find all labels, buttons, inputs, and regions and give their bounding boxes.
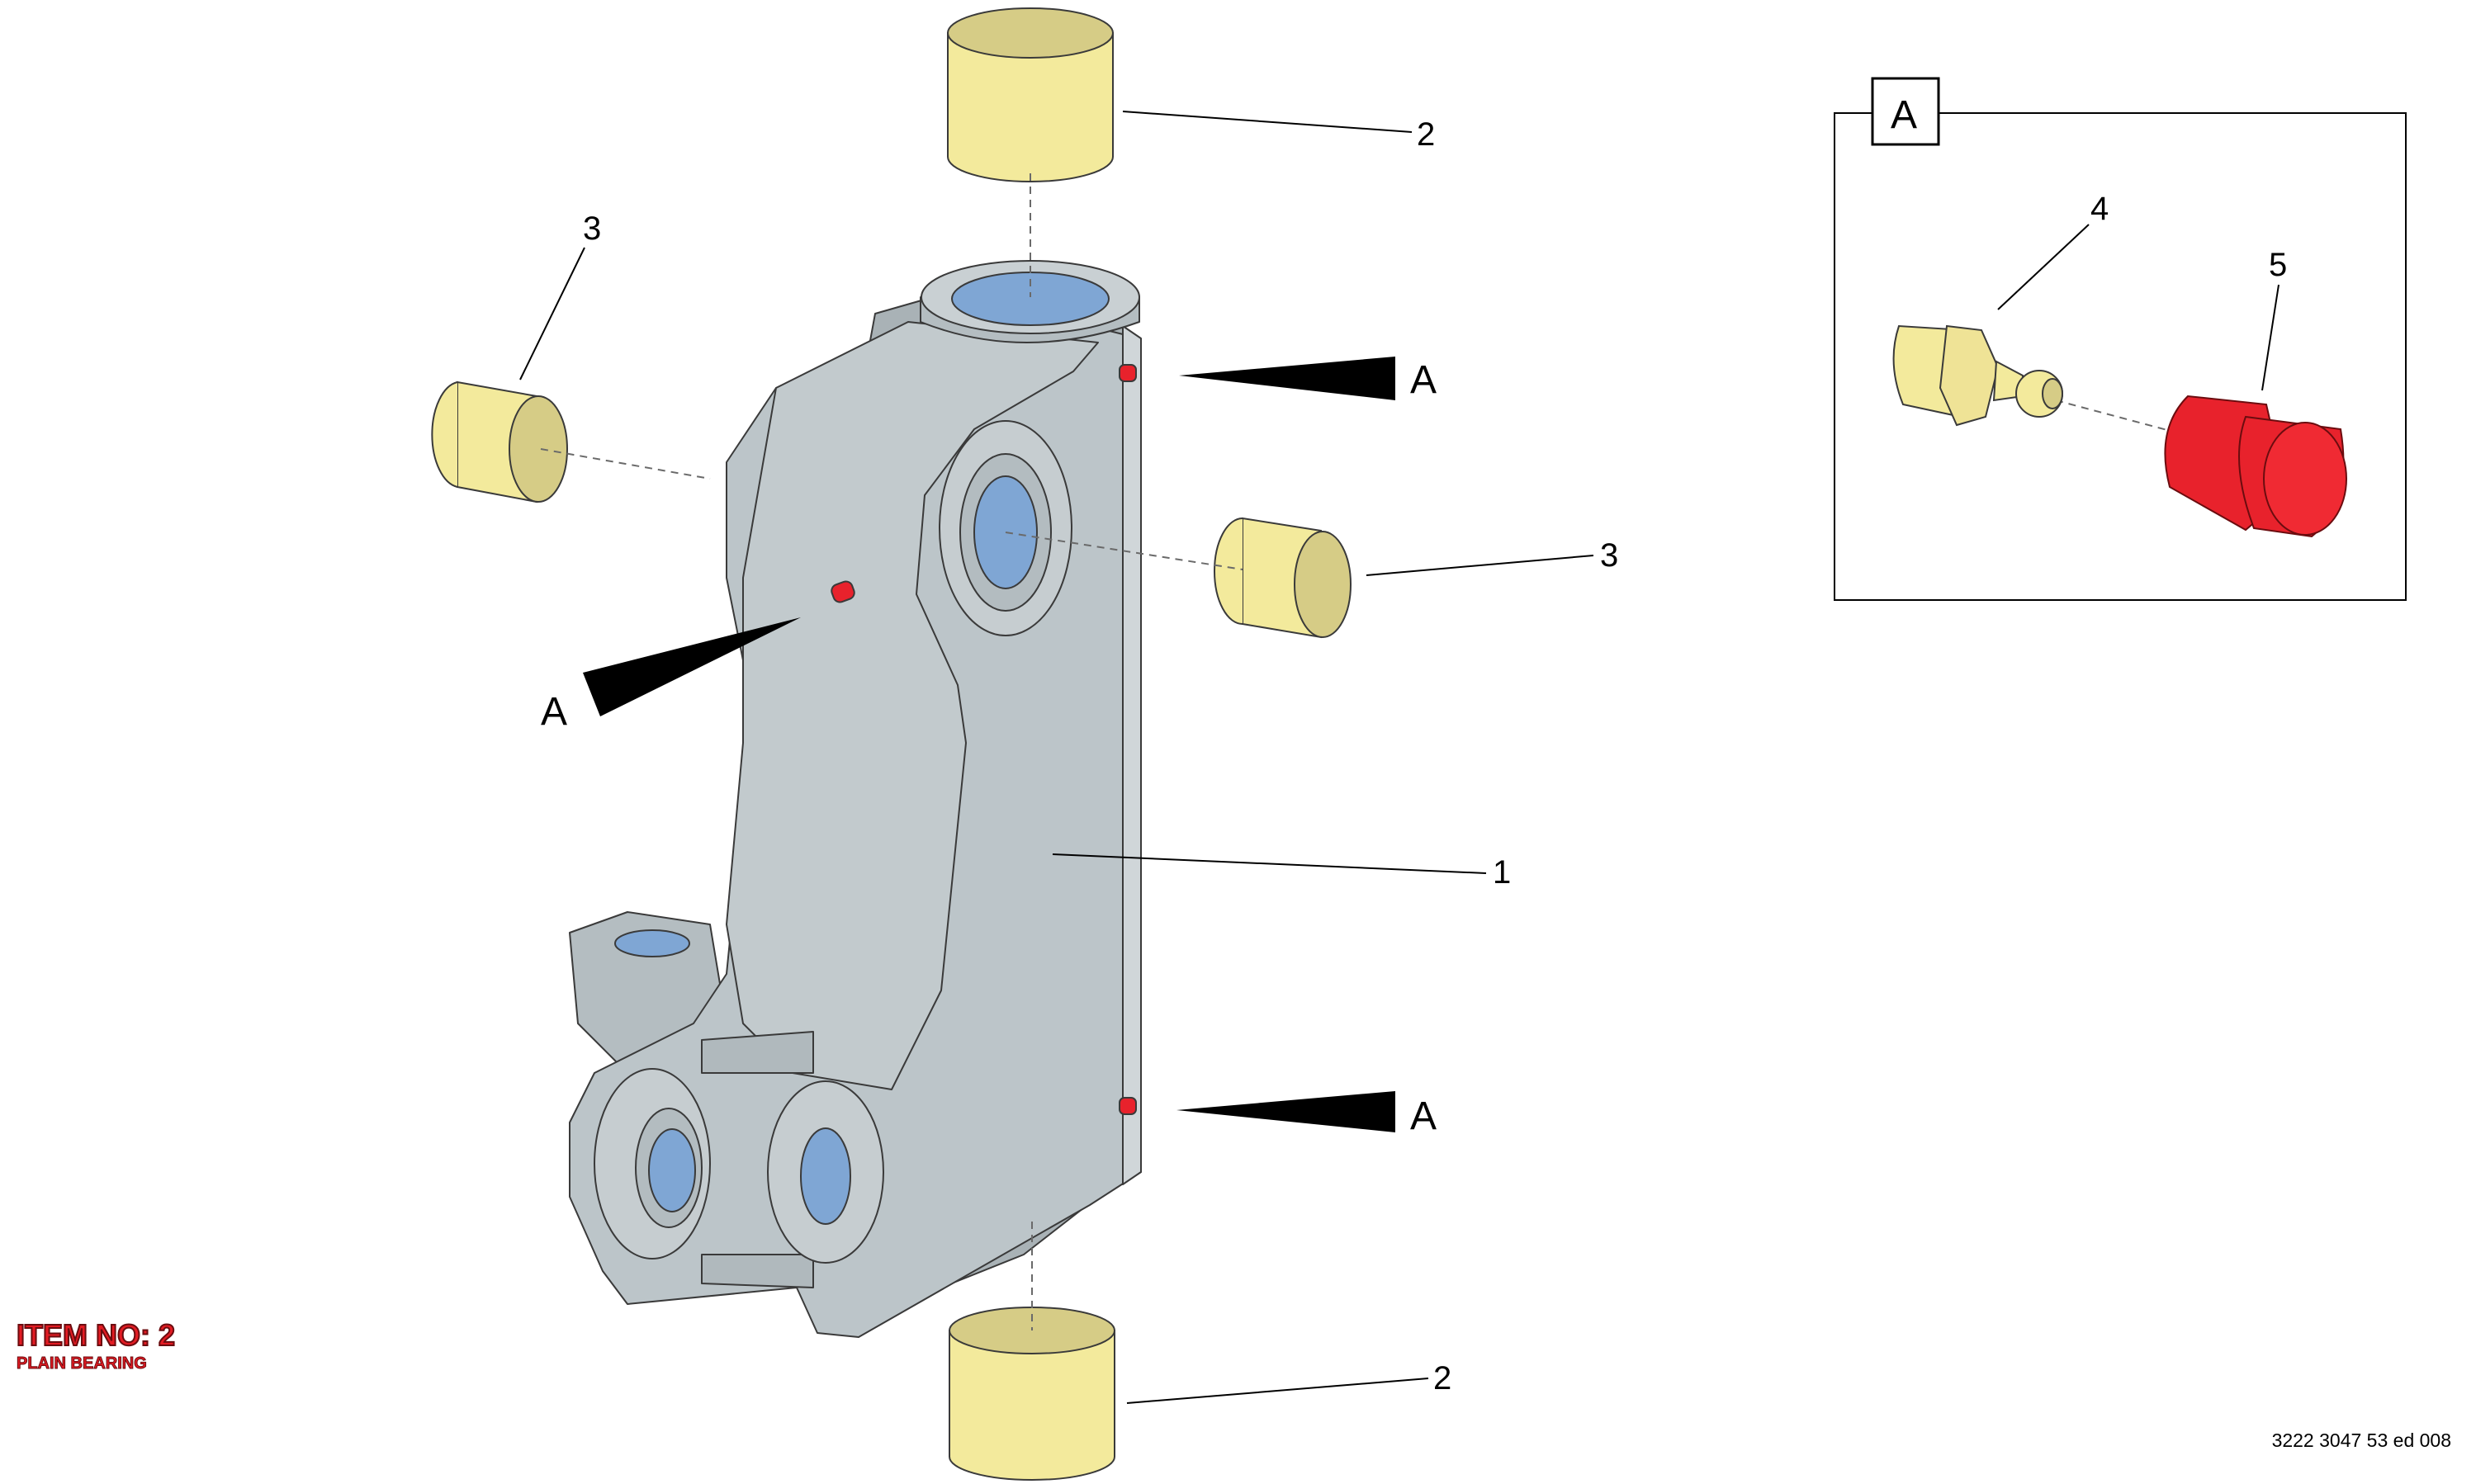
grease-nipple: [1892, 324, 2063, 427]
callout-5: 5: [2269, 247, 2287, 283]
callout-1: 1: [1493, 854, 1511, 891]
detail-marker-a-left: A: [541, 690, 567, 734]
callout-3-left: 3: [583, 210, 601, 247]
callout-4: 4: [2090, 191, 2109, 227]
plain-bearing-right: [1214, 517, 1352, 639]
drawing-id: 3222 3047 53 ed 008: [2271, 1430, 2451, 1451]
protective-cap: [2164, 395, 2347, 538]
leader-lines: [519, 111, 2280, 1404]
callout-labels: 2 2 3 3 1 4 5 A A A A: [541, 93, 2287, 1397]
callout-2-bottom: 2: [1433, 1360, 1451, 1397]
detail-marker-a-top: A: [1410, 358, 1437, 402]
callout-2-top: 2: [1417, 116, 1435, 153]
item-info: ITEM NO: 2 PLAIN BEARING: [16, 1318, 176, 1373]
detail-box-a: [1834, 77, 2407, 601]
callout-3-right: 3: [1600, 537, 1618, 574]
detail-box-label: A: [1891, 93, 1917, 137]
detail-a-wedges: [583, 357, 1395, 1132]
plain-bearing-left: [431, 380, 568, 503]
housing-bracket: [569, 260, 1142, 1338]
plain-bearing-bottom: [949, 1307, 1115, 1481]
item-number: ITEM NO: 2: [16, 1318, 176, 1352]
assembly-axes: [540, 173, 2180, 1330]
item-name: PLAIN BEARING: [16, 1354, 147, 1373]
detail-marker-a-bottom: A: [1410, 1094, 1437, 1138]
plain-bearing-top: [947, 7, 1114, 182]
